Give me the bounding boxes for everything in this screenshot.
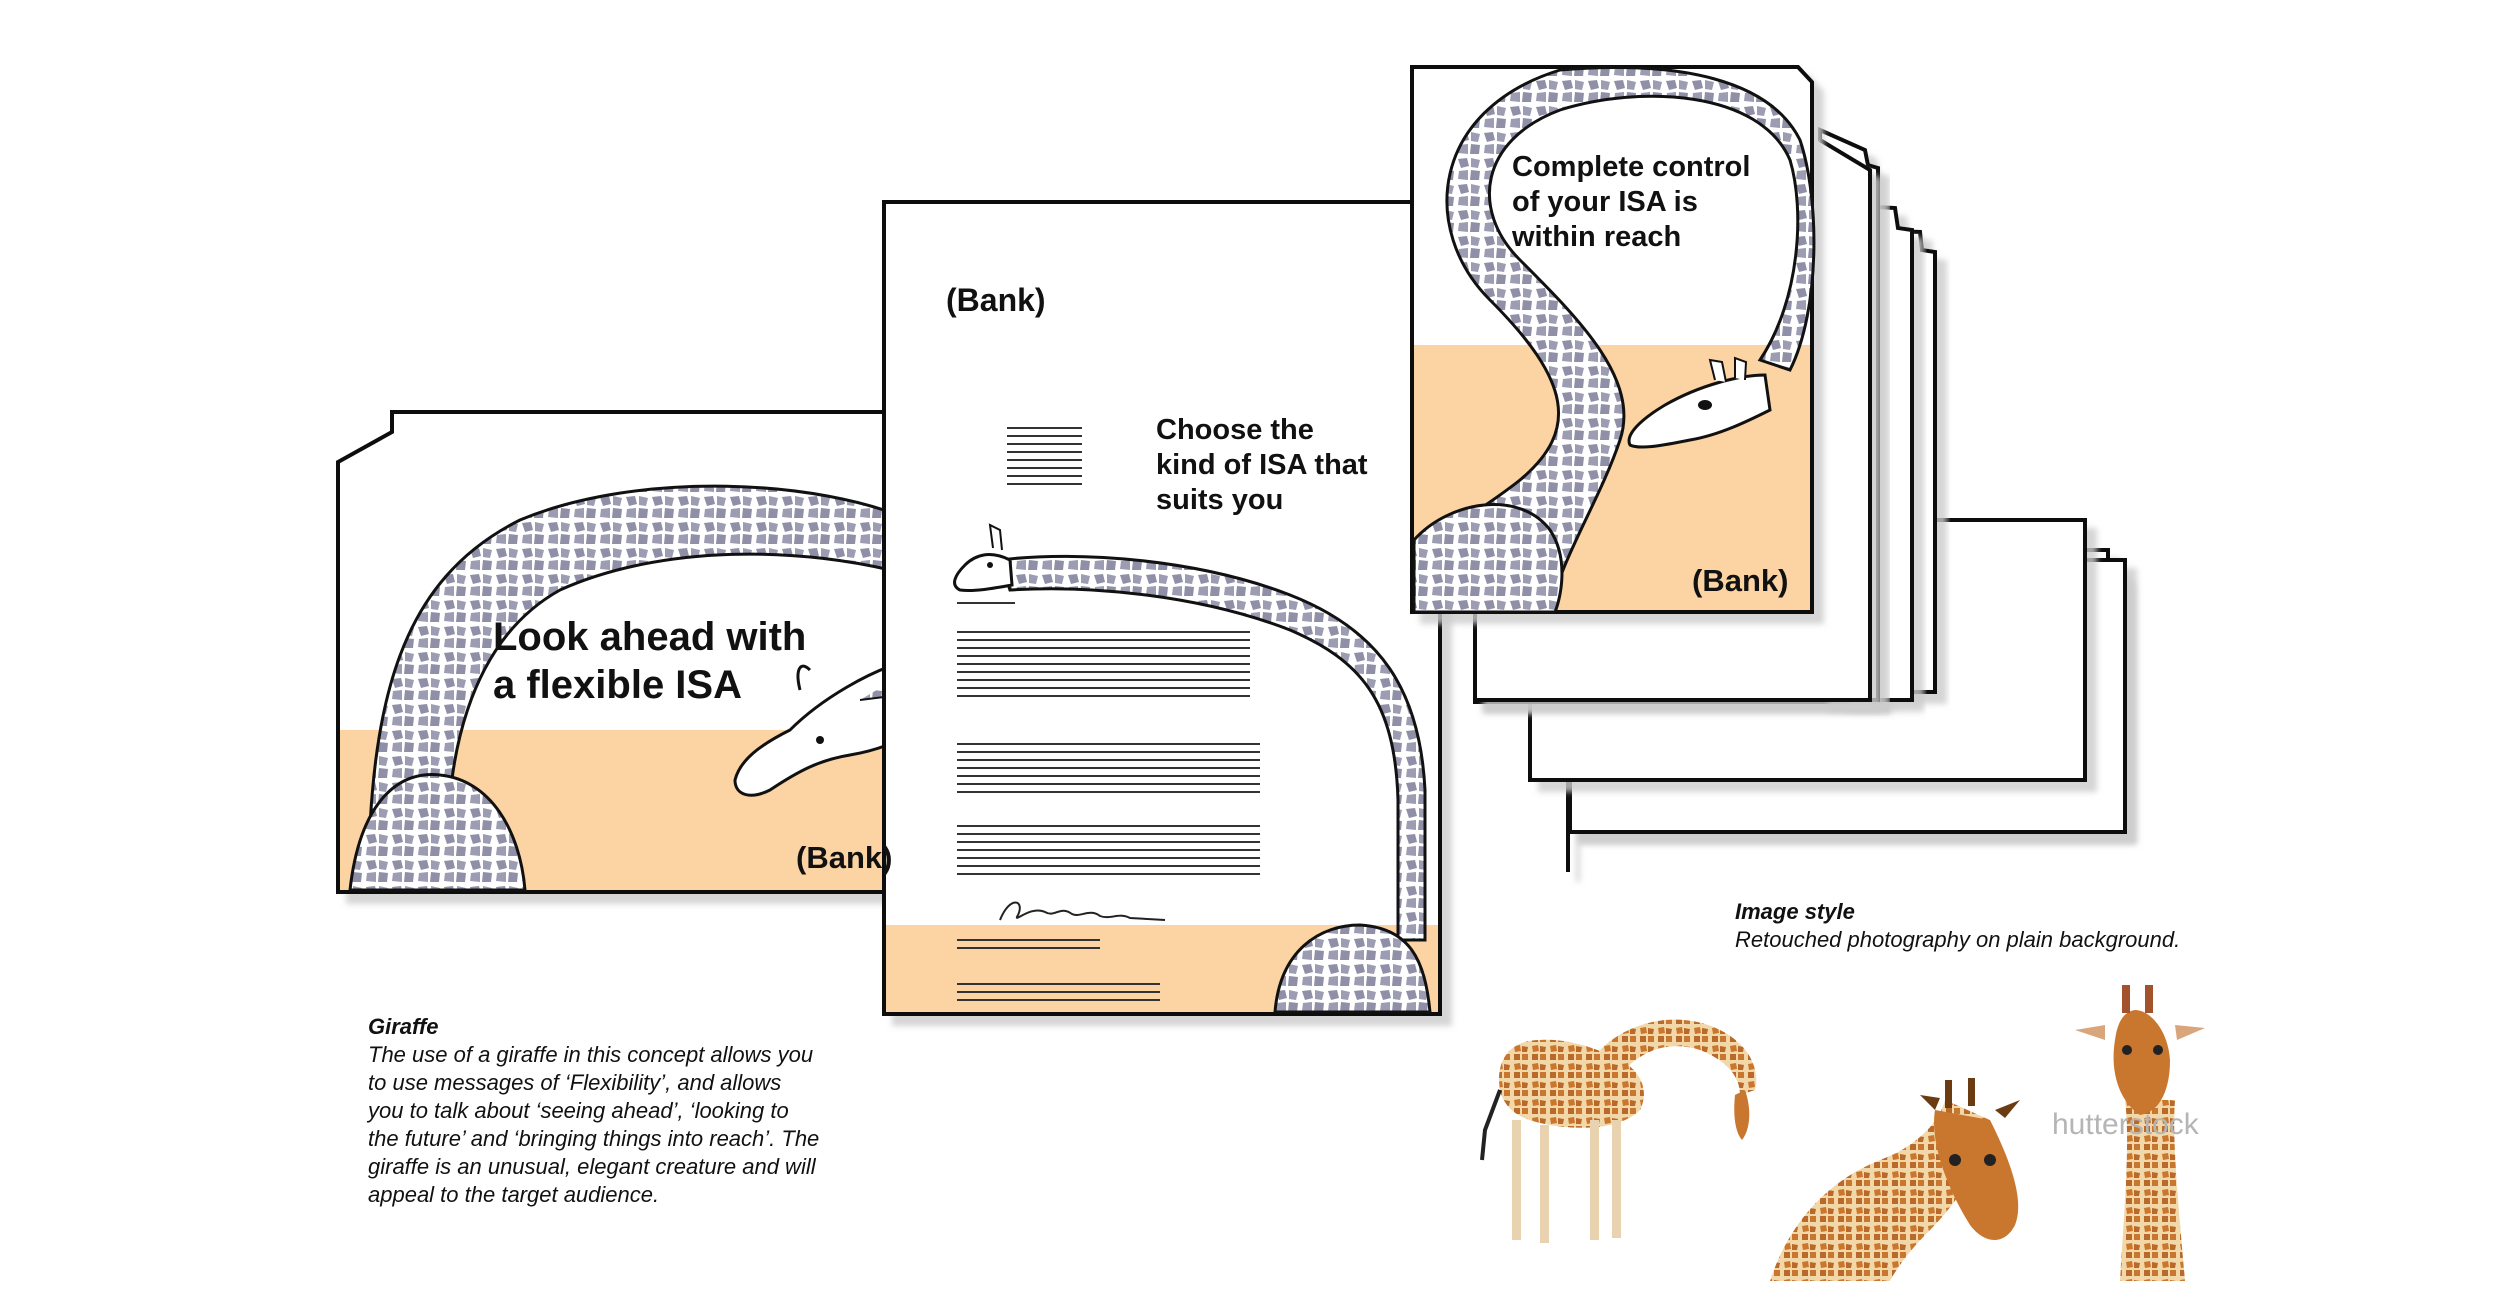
giraffe-note-line6: appeal to the target audience. bbox=[368, 1182, 660, 1207]
brochure-headline-line2: of your ISA is bbox=[1512, 186, 1698, 218]
giraffe-photo-standing bbox=[1480, 1019, 1757, 1243]
letter-body-lines bbox=[957, 631, 1260, 1001]
image-style-note-text: Retouched photography on plain backgroun… bbox=[1735, 927, 2181, 952]
giraffe-note-line3: you to talk about ‘seeing ahead’, ‘looki… bbox=[368, 1098, 789, 1123]
brochure-headline-line1: Complete control bbox=[1512, 151, 1751, 183]
signature bbox=[999, 901, 1166, 921]
mailer-headline-line1: Look ahead with bbox=[493, 615, 807, 659]
giraffe-note-line5: giraffe is an unusual, elegant creature … bbox=[368, 1154, 816, 1179]
mailer-headline-line2: a flexible ISA bbox=[493, 663, 742, 707]
brochure-headline: Complete control of your ISA is within r… bbox=[1512, 150, 1750, 255]
giraffe-note-title: Giraffe bbox=[368, 1014, 439, 1039]
letter-headline-line1: Choose the bbox=[1156, 414, 1314, 446]
letter-page bbox=[882, 200, 1442, 1016]
giraffe-note-line2: to use messages of ‘Flexibility’, and al… bbox=[368, 1070, 782, 1095]
mailer-headline: Look ahead with a flexible ISA bbox=[493, 613, 806, 709]
letter-giraffe-head bbox=[953, 553, 1014, 592]
brochure-giraffe-head bbox=[1627, 373, 1772, 449]
giraffe-note-line4: the future’ and ‘bringing things into re… bbox=[368, 1126, 820, 1151]
giraffe-photo-neck-head bbox=[1770, 1078, 2020, 1281]
brochure-cover bbox=[1410, 65, 1816, 614]
mailer-card bbox=[336, 410, 914, 894]
giraffe-note-line1: The use of a giraffe in this concept all… bbox=[368, 1042, 814, 1067]
brochure-bank-label: (Bank) bbox=[1692, 563, 1789, 598]
giraffe-note: Giraffe The use of a giraffe in this con… bbox=[368, 1013, 888, 1209]
letter-address-lines bbox=[1007, 427, 1082, 485]
brochure-headline-line3: within reach bbox=[1512, 221, 1682, 253]
letter-giraffe-neck bbox=[997, 554, 1427, 942]
mailer-giraffe-head bbox=[733, 658, 912, 797]
stock-watermark: hutterstock bbox=[2052, 1108, 2199, 1141]
letter-headline-line3: suits you bbox=[1156, 484, 1284, 516]
image-style-note-title: Image style bbox=[1735, 899, 1855, 924]
letter-bank-label: (Bank) bbox=[946, 282, 1046, 318]
image-style-note: Image style Retouched photography on pla… bbox=[1735, 898, 2275, 954]
letter-headline: Choose the kind of ISA that suits you bbox=[1156, 413, 1368, 518]
letter-headline-line2: kind of ISA that bbox=[1156, 449, 1368, 481]
giraffe-photo-tall bbox=[2075, 985, 2205, 1281]
mailer-bank-label: (Bank) bbox=[796, 840, 893, 875]
